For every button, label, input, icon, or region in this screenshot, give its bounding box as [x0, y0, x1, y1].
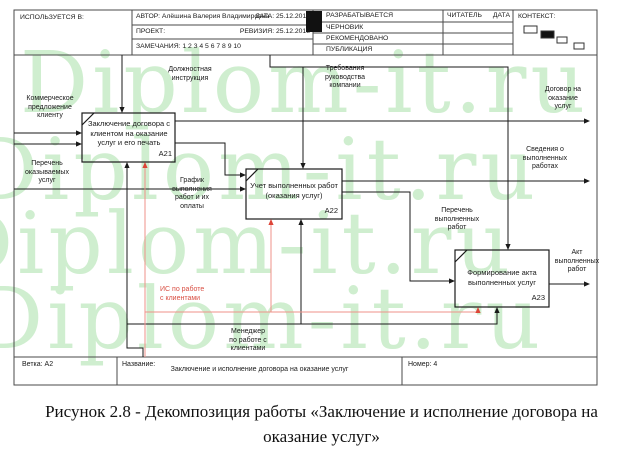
- arrow-work-info-out: [342, 178, 590, 184]
- status-row-draft1: ЧЕРНОВИК: [326, 23, 364, 31]
- header-project: ПРОЕКТ:: [136, 28, 166, 35]
- watermark-text: Diplom-it.ru: [0, 195, 515, 294]
- label-work-info: Сведения о выполненных работах: [522, 146, 568, 171]
- form-frame: [13, 9, 598, 386]
- arrow-job-instruction: [119, 55, 125, 113]
- arrow-commercial-offer: [14, 130, 82, 136]
- footer-number: Номер: 4: [408, 361, 438, 368]
- label-act: Акт выполненных работ: [554, 249, 600, 274]
- footer-diagram-title: Заключение и исполнение договора на оказ…: [170, 366, 349, 373]
- label-services-list: Перечень оказываемых услуг: [25, 160, 69, 185]
- a21-id: А21: [158, 149, 172, 158]
- header-author: АВТОР: Алёшина Валерия Владимировна: [136, 13, 270, 20]
- context-mini-diagram: [523, 25, 585, 50]
- arrow-mgmt-requirements: [269, 55, 511, 250]
- header-context: КОНТЕКСТ:: [518, 13, 556, 20]
- footer-branch: Ветка: А2: [22, 361, 54, 368]
- status-row-draft0: РАЗРАБАТЫВАЕТСЯ: [326, 12, 394, 19]
- figure-caption: Рисунок 2.8 - Декомпозиция работы «Заклю…: [45, 402, 598, 446]
- label-work-list: Перечень выполненных работ: [434, 207, 480, 232]
- arrow-services-list: [14, 141, 82, 147]
- arrow-contract-out: [175, 118, 590, 124]
- label-contract: Договор на оказание услуг: [544, 86, 582, 111]
- a21-title: Заключение договора с клиентом на оказан…: [87, 119, 171, 147]
- header-revision: РЕВИЗИЯ: 25.12.2018: [239, 28, 310, 35]
- header-date-col: ДАТА: [492, 12, 510, 19]
- header-used-at: ИСПОЛЬЗУЕТСЯ В:: [20, 14, 84, 21]
- a23-title: Формирование акта выполненных услуг: [467, 268, 537, 287]
- arrow-schedule: [14, 186, 246, 192]
- label-schedule: График выполнения работ и их оплаты: [172, 177, 212, 210]
- label-manager: Менеджер по работе с клиентами: [229, 328, 267, 353]
- a22-id: А22: [324, 206, 338, 215]
- label-commercial-offer: Коммерческое предложение клиенту: [26, 95, 74, 120]
- status-row-draft2: РЕКОМЕНДОВАНО: [326, 35, 389, 42]
- a22-title: Учет выполненных работ (оказания услуг): [250, 181, 338, 200]
- label-mgmt-requirements: Требования руководства компании: [324, 65, 366, 90]
- a23-id: А23: [531, 293, 545, 302]
- arrow-is-mechanism: [142, 162, 481, 357]
- footer-name-label: Название:: [122, 361, 156, 368]
- arrow-a21-to-a22: [175, 142, 246, 178]
- activity-box-a21: [81, 112, 176, 163]
- label-is-system: ИС по работе с клиентами: [160, 286, 205, 302]
- status-marker: [306, 11, 322, 32]
- header-notes: ЗАМЕЧАНИЯ: 1 2 3 4 5 6 7 8 9 10: [136, 43, 241, 50]
- arrow-manager-mechanism: [124, 162, 500, 357]
- header-date: ДАТА: 25.12.2018: [255, 13, 310, 20]
- label-job-instruction: Должностная инструкция: [168, 66, 212, 82]
- arrow-a22-to-a23: [342, 191, 455, 284]
- activity-box-a22: [245, 168, 343, 220]
- arrow-act-out: [549, 281, 590, 287]
- watermark-text: Diplom-it.ru: [0, 121, 540, 220]
- activity-box-a23: [454, 249, 550, 308]
- status-row-draft3: ПУБЛИКАЦИЯ: [326, 46, 373, 53]
- header-reader: ЧИТАТЕЛЬ: [447, 12, 482, 19]
- watermark-text: Diplom-it.ru: [0, 270, 545, 369]
